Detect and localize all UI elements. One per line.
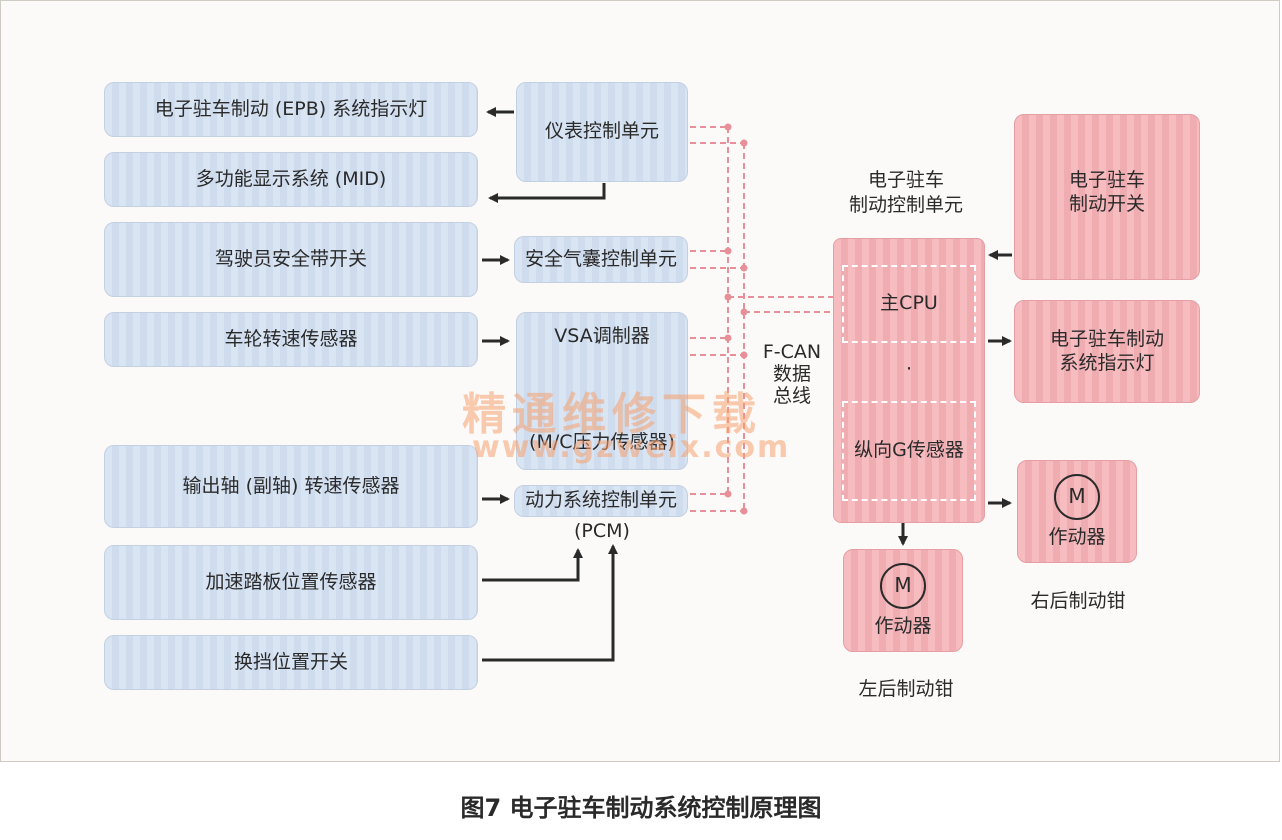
- right-actuator-label: 作动器: [1048, 525, 1106, 548]
- meter-control-unit-label: 仪表控制单元: [544, 120, 659, 143]
- epb-unit-dot: ·: [905, 358, 913, 380]
- left-actuator-label: 作动器: [874, 614, 932, 637]
- vsa-modulator-box: VSA调制器 (M/C压力传感器): [516, 312, 688, 470]
- motor-icon: M: [880, 562, 926, 609]
- epb-control-unit-title-line1: 电子驻车: [867, 169, 944, 191]
- mid-display-box: 多功能显示系统 (MID): [104, 152, 478, 207]
- airbag-control-unit-label: 安全气囊控制单元: [524, 247, 677, 270]
- main-cpu-label: 主CPU: [880, 292, 938, 315]
- epb-control-unit-title: 电子驻车 制动控制单元: [826, 168, 986, 217]
- pcm-abbrev: (PCM): [574, 520, 630, 542]
- pcm-label: 动力系统控制单元: [524, 489, 677, 512]
- vsa-modulator-label: VSA调制器: [554, 325, 650, 347]
- epb-switch-box: 电子驻车 制动开关: [1014, 114, 1200, 280]
- output-shaft-sensor-box: 输出轴 (副轴) 转速传感器: [104, 445, 478, 528]
- figure-caption: 图7 电子驻车制动系统控制原理图: [460, 794, 822, 822]
- main-cpu-block: 主CPU: [842, 265, 976, 343]
- epb-switch-label-line2: 制动开关: [1068, 192, 1145, 215]
- epb-system-lamp-label-line1: 电子驻车制动: [1049, 327, 1164, 350]
- meter-control-unit-box: 仪表控制单元: [516, 82, 688, 182]
- motor-icon: M: [1054, 473, 1100, 520]
- seatbelt-switch-box: 驾驶员安全带开关: [104, 222, 478, 297]
- right-motor-symbol: M: [1068, 484, 1086, 509]
- wheel-speed-sensor-box: 车轮转速传感器: [104, 312, 478, 367]
- watermark-url: www.gzweix.com: [472, 430, 791, 465]
- epb-indicator-lamp-label: 电子驻车制动 (EPB) 系统指示灯: [154, 97, 428, 120]
- left-motor-symbol: M: [894, 573, 912, 598]
- wheel-speed-sensor-label: 车轮转速传感器: [224, 327, 358, 350]
- watermark-text: 精通维修下载: [462, 389, 762, 440]
- mc-pressure-sensor-label: (M/C压力传感器): [529, 431, 675, 454]
- fcan-bus-label-line1: F-CAN: [762, 341, 822, 363]
- shift-position-switch-label: 换挡位置开关: [233, 650, 348, 673]
- pcm-box: 动力系统控制单元: [514, 485, 688, 517]
- shift-position-switch-box: 换挡位置开关: [104, 635, 478, 690]
- right-rear-caliper-caption: 右后制动钳: [1030, 590, 1126, 612]
- seatbelt-switch-label: 驾驶员安全带开关: [214, 247, 367, 270]
- airbag-control-unit-box: 安全气囊控制单元: [514, 236, 688, 283]
- longitudinal-g-sensor-block: 纵向G传感器: [842, 401, 976, 501]
- mid-display-label: 多功能显示系统 (MID): [195, 167, 387, 190]
- fcan-bus-label-line2: 数据: [772, 362, 811, 385]
- epb-control-unit-box: 主CPU · 纵向G传感器: [833, 238, 985, 523]
- epb-system-lamp-box: 电子驻车制动 系统指示灯: [1014, 300, 1200, 403]
- fcan-bus-label-line3: 总线: [772, 384, 811, 407]
- epb-system-lamp-label-line2: 系统指示灯: [1059, 351, 1155, 374]
- epb-indicator-lamp-box: 电子驻车制动 (EPB) 系统指示灯: [104, 82, 478, 137]
- left-rear-caliper-caption: 左后制动钳: [858, 678, 954, 700]
- epb-control-unit-title-line2: 制动控制单元: [848, 193, 963, 216]
- epb-switch-label-line1: 电子驻车: [1068, 169, 1145, 191]
- longitudinal-g-sensor-label: 纵向G传感器: [854, 439, 964, 462]
- output-shaft-sensor-label: 输出轴 (副轴) 转速传感器: [182, 474, 400, 497]
- left-actuator-box: M 作动器: [843, 549, 963, 652]
- accel-pedal-sensor-box: 加速踏板位置传感器: [104, 545, 478, 620]
- fcan-bus-label: F-CAN 数据 总线: [756, 341, 828, 408]
- right-actuator-box: M 作动器: [1017, 460, 1137, 563]
- accel-pedal-sensor-label: 加速踏板位置传感器: [205, 570, 377, 593]
